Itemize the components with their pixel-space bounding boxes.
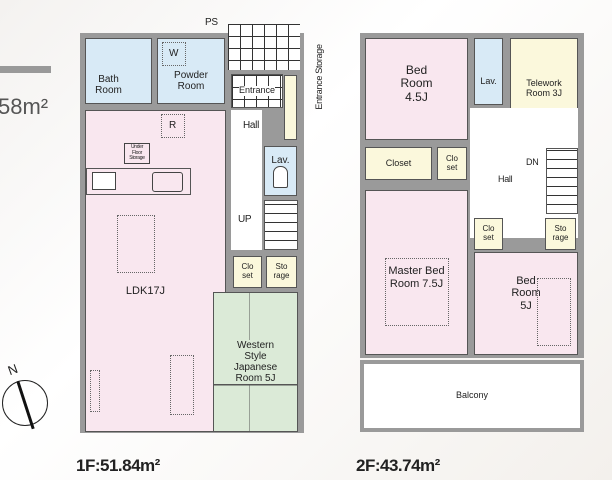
label-r: R (169, 120, 176, 131)
room-storage-1f: Sto rage (266, 256, 297, 288)
room-powder: Powder Room (157, 38, 225, 104)
bed-5j-furniture (537, 278, 571, 346)
label-ps: PS (205, 17, 218, 28)
room-ldk: LDK17J (85, 110, 226, 432)
compass (2, 380, 48, 426)
room-entrance: Entrance (231, 74, 283, 108)
stove-icon (92, 172, 116, 190)
floor-2-area: 2F:43.74m² (356, 456, 440, 475)
legend-bar (0, 66, 51, 73)
room-bath: Bath Room (85, 38, 152, 104)
tv-stand (90, 370, 100, 412)
room-bed-5j: Bed Room 5J (474, 252, 578, 355)
stairs-2f (546, 148, 578, 214)
washer-space (162, 42, 186, 66)
label-up: UP (238, 214, 252, 225)
label-hall-2f: Hall (498, 174, 513, 184)
label-entrance-storage: Entrance Storage (314, 44, 325, 110)
room-master-bed: Master Bed Room 7.5J (365, 190, 468, 355)
label-hall-1f: Hall (243, 120, 260, 131)
room-closet-large: Closet (365, 147, 432, 180)
toilet-icon (273, 166, 288, 188)
room-storage-2f: Sto rage (545, 218, 576, 250)
sink-icon (152, 172, 183, 192)
stairs-1f (264, 200, 298, 250)
room-closet-2f-b: Clo set (474, 218, 503, 250)
dining-table (117, 215, 155, 273)
entrance-porch (228, 24, 300, 70)
sofa (170, 355, 194, 415)
master-bed-furniture (385, 258, 449, 326)
room-balcony: Balcony (360, 360, 584, 432)
partial-area-text: 58m² (0, 94, 49, 119)
room-bed-4-5j: Bed Room 4.5J (365, 38, 468, 140)
under-floor-storage: Under Floor Storage (124, 143, 150, 164)
room-closet-2f-a: Clo set (437, 147, 467, 180)
room-lav-2f: Lav. (474, 38, 503, 105)
room-closet-1f: Clo set (233, 256, 262, 288)
compass-label: N (5, 360, 20, 379)
entrance-storage (284, 75, 297, 140)
room-japanese: Western Style Japanese Room 5J (213, 292, 298, 432)
label-dn: DN (526, 157, 539, 167)
hatch-r (161, 114, 185, 138)
label-w: W (169, 48, 179, 59)
floor-1-area: 1F:51.84m² (76, 456, 160, 475)
room-hall-1f (231, 110, 262, 250)
